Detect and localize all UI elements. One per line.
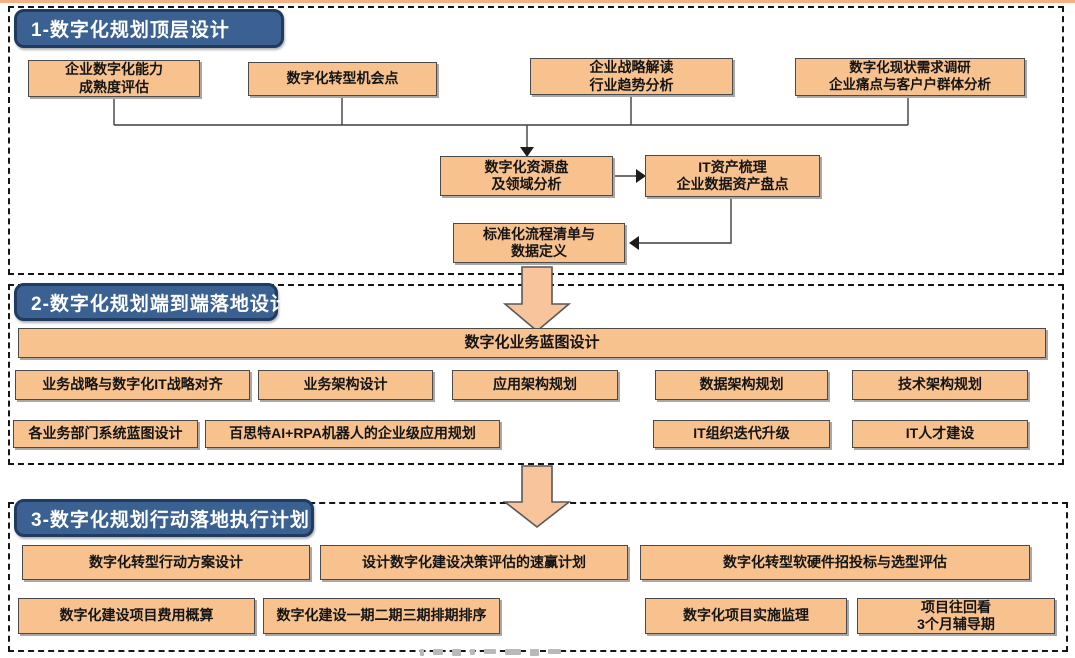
box-capability-maturity: 企业数字化能力 成熟度评估	[28, 60, 200, 97]
box-digital-resource-inventory: 数字化资源盘 及领域分析	[440, 156, 613, 196]
box-project-cost-estimate: 数字化建设项目费用概算	[18, 598, 255, 634]
box-department-blueprints: 各业务部门系统蓝图设计	[13, 420, 198, 448]
box-quick-win-plan: 设计数字化建设决策评估的速赢计划	[320, 545, 628, 580]
box-business-architecture: 业务架构设计	[258, 370, 433, 400]
box-it-talent: IT人才建设	[852, 420, 1028, 448]
box-status-demand-survey: 数字化现状需求调研 企业痛点与客户户群体分析	[795, 58, 1025, 96]
phase2-header: 2-数字化规划端到端落地设计	[14, 283, 289, 321]
top-orange-strip	[0, 0, 1075, 3]
phase1-header: 1-数字化规划顶层设计	[14, 9, 284, 48]
box-ai-rpa-application-planning: 百思特AI+RPA机器人的企业级应用规划	[205, 420, 500, 448]
banner-business-blueprint: 数字化业务蓝图设计	[18, 328, 1046, 358]
box-technology-architecture: 技术架构规划	[852, 370, 1028, 400]
box-data-architecture: 数据架构规划	[655, 370, 828, 400]
box-implementation-supervision: 数字化项目实施监理	[645, 598, 847, 634]
phase3-header: 3-数字化规划行动落地执行计划	[14, 499, 314, 537]
box-phase-scheduling: 数字化建设一期二期三期排期排序	[263, 598, 500, 634]
box-transformation-opportunities: 数字化转型机会点	[248, 62, 437, 96]
box-it-asset-inventory: IT资产梳理 企业数据资产盘点	[645, 155, 820, 197]
box-bidding-selection-evaluation: 数字化转型软硬件招投标与选型评估	[640, 545, 1030, 580]
box-application-architecture: 应用架构规划	[452, 370, 618, 400]
box-action-plan-design: 数字化转型行动方案设计	[22, 545, 310, 580]
box-strategy-alignment: 业务战略与数字化IT战略对齐	[15, 370, 250, 400]
box-project-review-coaching: 项目往回看 3个月辅导期	[857, 598, 1055, 634]
box-strategy-trend-analysis: 企业战略解读 行业趋势分析	[530, 58, 733, 95]
box-standard-process-list: 标准化流程清单与 数据定义	[453, 223, 625, 263]
box-it-org-iteration: IT组织迭代升级	[653, 420, 830, 448]
clipped-caption-marks	[420, 649, 700, 658]
